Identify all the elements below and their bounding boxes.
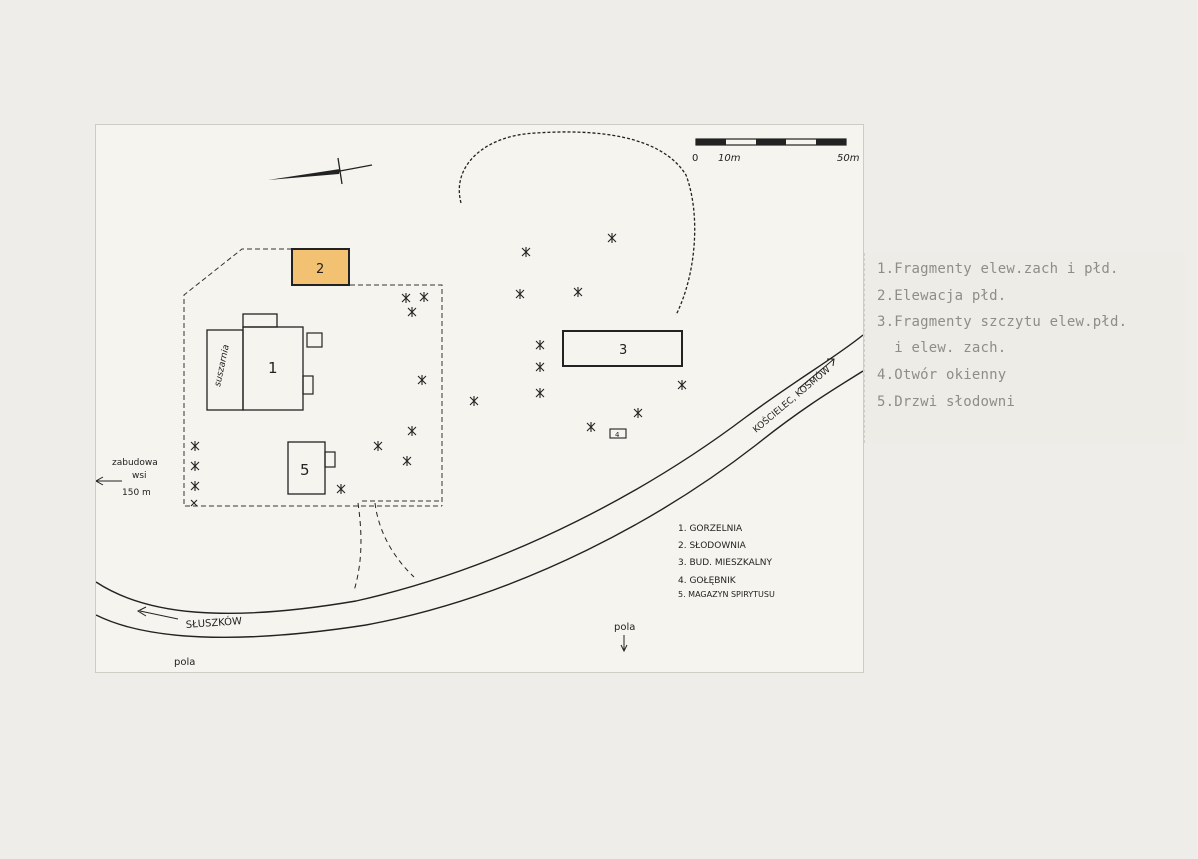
legend-item-5: 5. MAGAZYN SPIRYTUSU	[678, 590, 775, 599]
legend-item-2: 2. SŁODOWNIA	[678, 541, 747, 551]
fields-label-bottom: pola	[614, 622, 635, 633]
road-name-koscielec: KOŚCIELEC, KOSMÓW	[750, 363, 832, 435]
driveway-line-2	[374, 502, 415, 578]
caption-line-4: i elew. zach.	[877, 340, 1007, 356]
building-2-number: 2	[316, 262, 324, 277]
typed-caption-card: 1.Fragmenty elew.zach i płd. 2.Elewacja …	[864, 253, 1185, 443]
tree-icons	[190, 233, 687, 507]
road-name-sluszkow: SŁUSZKÓW	[185, 614, 242, 631]
building-1-number: 1	[268, 359, 278, 377]
fence	[183, 248, 443, 507]
legend-item-1: 1. GORZELNIA	[678, 524, 743, 534]
map-legend: 1. GORZELNIA 2. SŁODOWNIA 3. BUD. MIESZK…	[678, 524, 775, 599]
building-3-number: 3	[619, 343, 627, 358]
scale-bar: 0 10m 50m	[692, 138, 860, 164]
scale-tick-50m: 50m	[837, 153, 860, 164]
building-1: 1 suszarnia	[206, 313, 323, 411]
village-label-line2: wsi	[132, 471, 147, 481]
caption-line-2: 2.Elewacja płd.	[877, 288, 1007, 304]
scale-tick-10m: 10m	[718, 153, 741, 164]
village-distance: 150 m	[122, 488, 151, 498]
fields-label-left: pola	[174, 657, 195, 668]
building-1-sublabel: suszarnia	[213, 344, 232, 388]
caption-line-3: 3.Fragmenty szczytu elew.płd.	[877, 314, 1128, 330]
building-4-number: 4	[615, 431, 620, 439]
caption-line-1: 1.Fragmenty elew.zach i płd.	[877, 261, 1119, 277]
building-3: 3	[562, 330, 683, 367]
legend-item-3: 3. BUD. MIESZKALNY	[678, 558, 772, 568]
map-sheet: 0 10m 50m 1 suszarnia 2 3 4	[95, 124, 864, 673]
caption-line-6: 5.Drzwi słodowni	[877, 394, 1016, 410]
legend-item-4: 4. GOŁĘBNIK	[678, 576, 737, 586]
road-label-sluszkow: SŁUSZKÓW	[136, 606, 242, 631]
scale-tick-0: 0	[692, 153, 698, 164]
building-2: 2	[291, 248, 350, 286]
tree-area-outline	[458, 131, 696, 316]
village-annotation: zabudowa wsi 150 m	[96, 458, 158, 498]
driveway-line-1	[353, 502, 362, 592]
fields-label-bottom-group: pola	[614, 622, 635, 653]
caption-line-5: 4.Otwór okienny	[877, 367, 1007, 383]
building-5-number: 5	[300, 461, 310, 479]
village-label-line1: zabudowa	[112, 458, 158, 468]
building-5: 5	[287, 441, 336, 495]
building-4: 4	[609, 428, 627, 439]
road	[96, 334, 863, 639]
north-arrow-icon	[268, 157, 373, 185]
site-plan: 0 10m 50m 1 suszarnia 2 3 4	[96, 131, 863, 668]
